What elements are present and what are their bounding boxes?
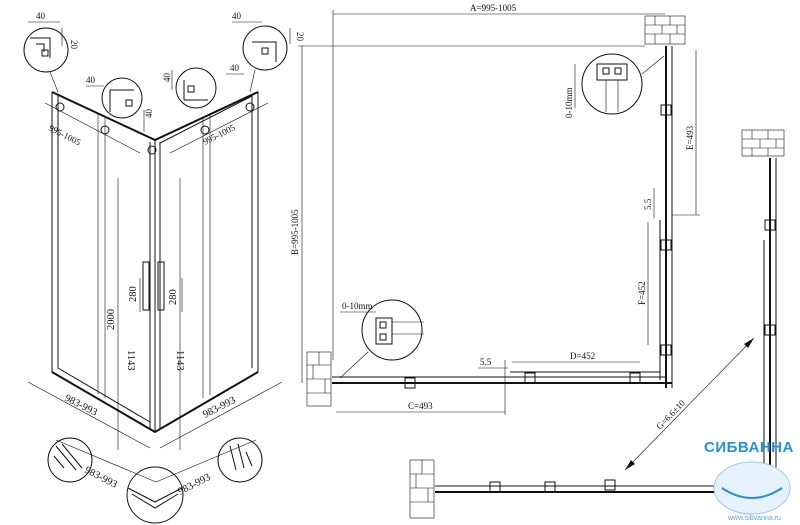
detail-bottom-right	[217, 437, 263, 483]
dim-b: B=995-1005	[290, 209, 300, 255]
dim-line-base-right	[159, 381, 283, 449]
plan-view: A=995-1005 B=995-1005 C=493 D=452 5.5 E=…	[290, 3, 700, 415]
detail-mid-left: 40 40	[86, 75, 154, 132]
dim-lower-left: 1143	[125, 350, 136, 371]
logo-name: СИБВАННА	[704, 439, 794, 456]
dim-handle-left: 280	[128, 286, 139, 302]
fitting	[764, 219, 776, 231]
fitting	[544, 481, 556, 493]
dim-e: E=493	[685, 125, 695, 150]
detail-tl-width: 40	[36, 11, 46, 21]
dim-a: A=995-1005	[470, 3, 517, 13]
detail-top-right: 40 20	[232, 11, 305, 93]
detail-tr-height: 20	[295, 32, 305, 42]
side-view: G=6.6±10	[409, 129, 785, 519]
fitting	[764, 324, 776, 336]
logo-url: www.sibvanna.ru	[727, 515, 781, 522]
dim-lower-right: 1143	[174, 350, 185, 371]
side-wall-left	[409, 459, 435, 519]
roller-icon	[147, 145, 157, 155]
detail-top-left: 40 20	[23, 11, 79, 93]
dim-width-right: 995-1005	[201, 122, 237, 147]
detail-adjust-top: 0-10mm	[564, 53, 665, 119]
dim-line-bottom-right	[155, 439, 257, 483]
detail-adjust-left: 0-10mm	[339, 299, 424, 379]
handle-left	[142, 261, 150, 311]
logo-bath-icon	[713, 461, 791, 515]
roller-icon	[100, 125, 110, 135]
dim-bottom-left: 983-993	[83, 465, 119, 491]
isometric-view: 995-1005 995-1005 2000 280 280 1143 1143…	[23, 11, 305, 524]
roller-icon	[200, 125, 210, 135]
adjust-left: 0-10mm	[342, 301, 373, 311]
wall-left	[306, 351, 332, 407]
adjust-right: 0-10mm	[564, 88, 574, 119]
dim-line-top-left	[44, 102, 141, 154]
logo-wave-icon	[721, 487, 783, 499]
brand-logo: СИБВАННА www.sibvanna.ru	[704, 439, 794, 522]
gap-right: 5.5	[643, 198, 653, 210]
dim-d: D=452	[570, 351, 595, 361]
dim-c: C=493	[408, 401, 433, 411]
dim-f: F=452	[637, 281, 647, 305]
right-panel-inner	[159, 95, 253, 368]
dim-line-diagonal	[624, 337, 755, 471]
dim-diagonal: G=6.6±10	[654, 398, 687, 432]
detail-mr-width: 40	[230, 63, 240, 73]
roller-icon	[245, 102, 255, 112]
detail-tl-height: 20	[69, 40, 79, 50]
fitting	[660, 239, 672, 251]
dim-line-bottom-left	[55, 439, 157, 483]
top-rail	[51, 91, 259, 142]
detail-mr-height: 40	[162, 73, 172, 83]
roller-icon	[55, 102, 65, 112]
dim-height: 2000	[106, 309, 117, 330]
side-wall-top	[741, 129, 785, 157]
bottom-rail	[51, 371, 259, 434]
fitting	[660, 104, 672, 116]
fitting	[660, 344, 672, 356]
detail-bottom-center	[126, 466, 184, 524]
arrow-icon	[744, 338, 754, 348]
dim-bottom-right: 983-993	[176, 472, 212, 498]
dim-line-top-right	[169, 102, 269, 154]
dim-base-right: 983-993	[201, 395, 237, 421]
fitting	[489, 481, 501, 493]
left-panel-inner	[57, 95, 151, 423]
detail-ml-height: 40	[144, 109, 154, 119]
detail-ml-width: 40	[86, 75, 96, 85]
handle-right	[157, 261, 165, 311]
fitting	[524, 372, 536, 384]
fitting	[604, 479, 616, 491]
fitting	[629, 372, 641, 384]
detail-tr-width: 40	[232, 11, 242, 21]
dim-handle-right: 280	[168, 289, 179, 305]
detail-bottom-left	[47, 437, 93, 483]
wall-top	[644, 15, 686, 45]
arrow-icon	[625, 460, 635, 470]
dim-line-base-left	[27, 381, 151, 449]
detail-mid-right: 40 40	[162, 63, 244, 109]
fitting	[404, 377, 416, 389]
gap-left: 5.5	[480, 357, 492, 367]
